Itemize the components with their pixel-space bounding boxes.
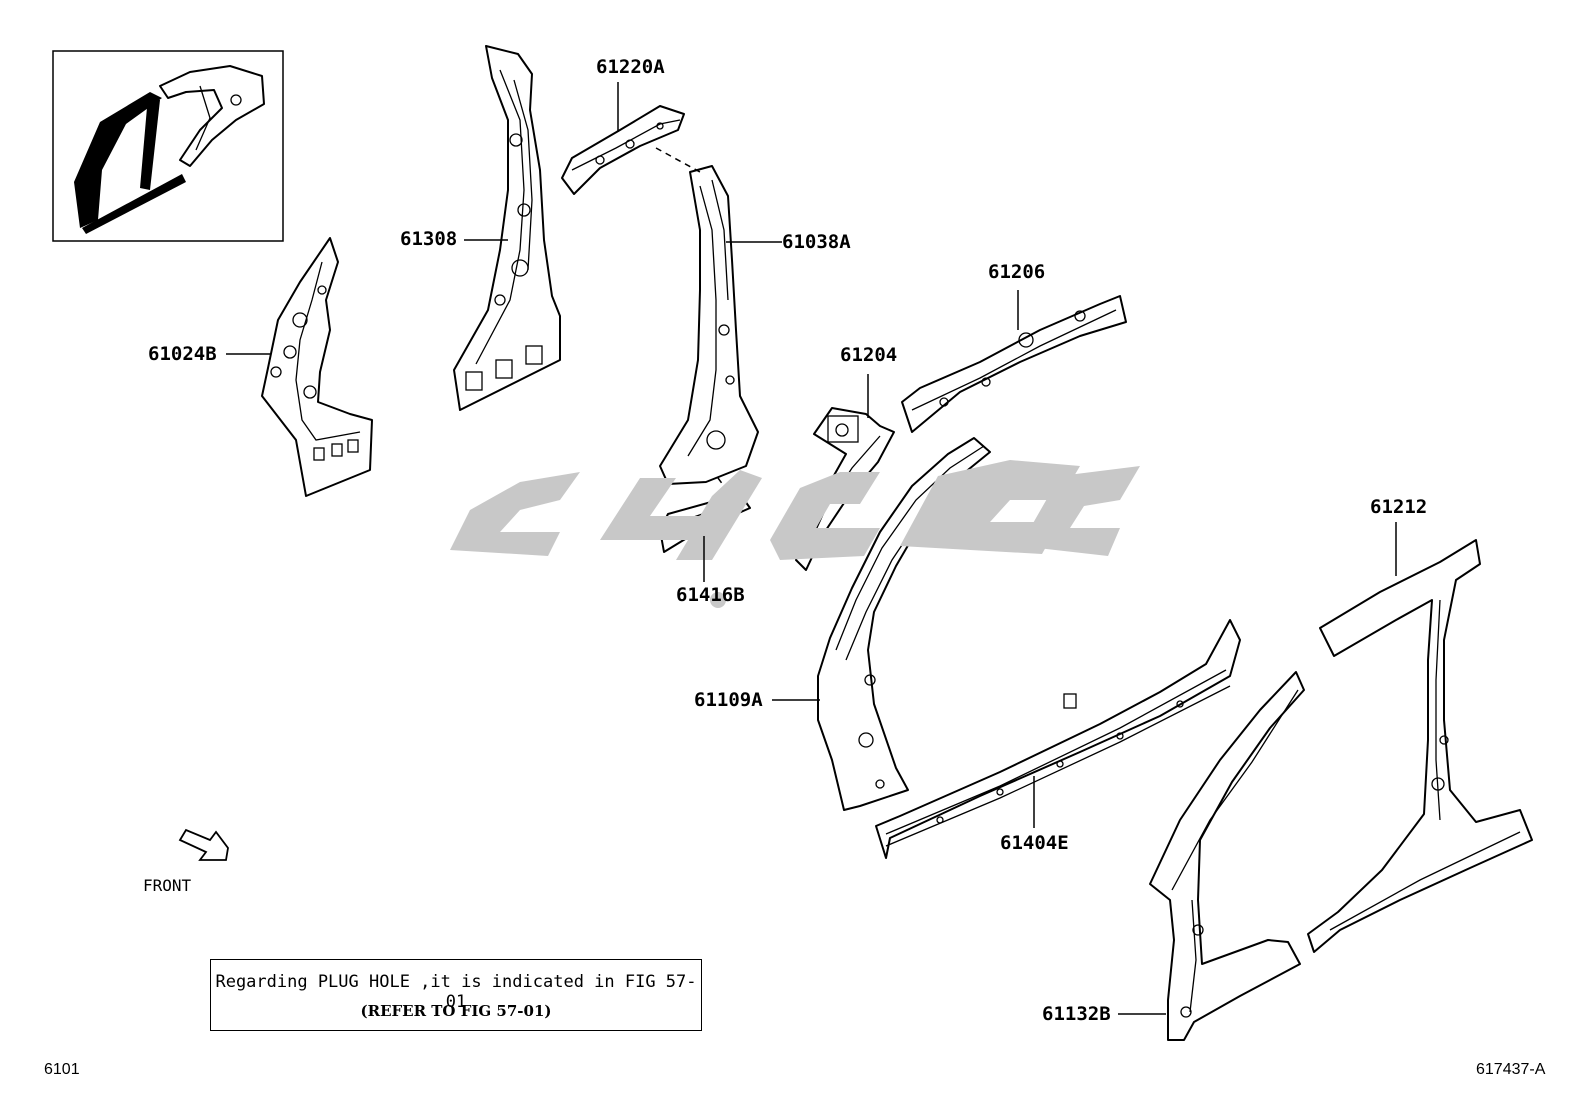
label-61404E: 61404E: [1000, 832, 1069, 854]
part-61220A-drawing: [561, 105, 685, 195]
label-61204: 61204: [840, 344, 898, 366]
locator-inset: [52, 50, 284, 242]
part-61024B-drawing: [261, 237, 373, 497]
label-61220A: 61220A: [596, 56, 665, 78]
note-line-1: Regarding PLUG HOLE ,it is indicated in …: [215, 972, 697, 1012]
part-61206-drawing: [901, 295, 1127, 433]
leader-lines: [226, 82, 1397, 1015]
front-arrow-icon: [178, 828, 229, 861]
front-label: FRONT: [143, 876, 192, 895]
illustration-id: 617437-A: [1476, 1061, 1546, 1078]
part-61308-drawing: [453, 45, 561, 411]
watermark-logo: [450, 460, 1140, 608]
part-61132B-drawing: [1149, 671, 1305, 1041]
label-61308: 61308: [400, 228, 458, 250]
label-61109A: 61109A: [694, 689, 763, 711]
part-61038A-drawing: [659, 165, 759, 485]
plug-hole-note: Regarding PLUG HOLE ,it is indicated in …: [210, 959, 702, 1031]
label-61416B: 61416B: [676, 584, 745, 606]
label-61212: 61212: [1370, 496, 1428, 518]
dashed-link-1: [655, 147, 701, 173]
part-61404E-drawing: [875, 619, 1241, 859]
label-61024B: 61024B: [148, 343, 217, 365]
label-61038A: 61038A: [782, 231, 851, 253]
figure-number: 6101: [44, 1061, 80, 1078]
label-61132B: 61132B: [1042, 1003, 1111, 1025]
label-61206: 61206: [988, 261, 1046, 283]
part-61212-drawing: [1307, 539, 1533, 953]
note-line-2: (REFER TO FIG 57-01): [360, 1002, 552, 1020]
